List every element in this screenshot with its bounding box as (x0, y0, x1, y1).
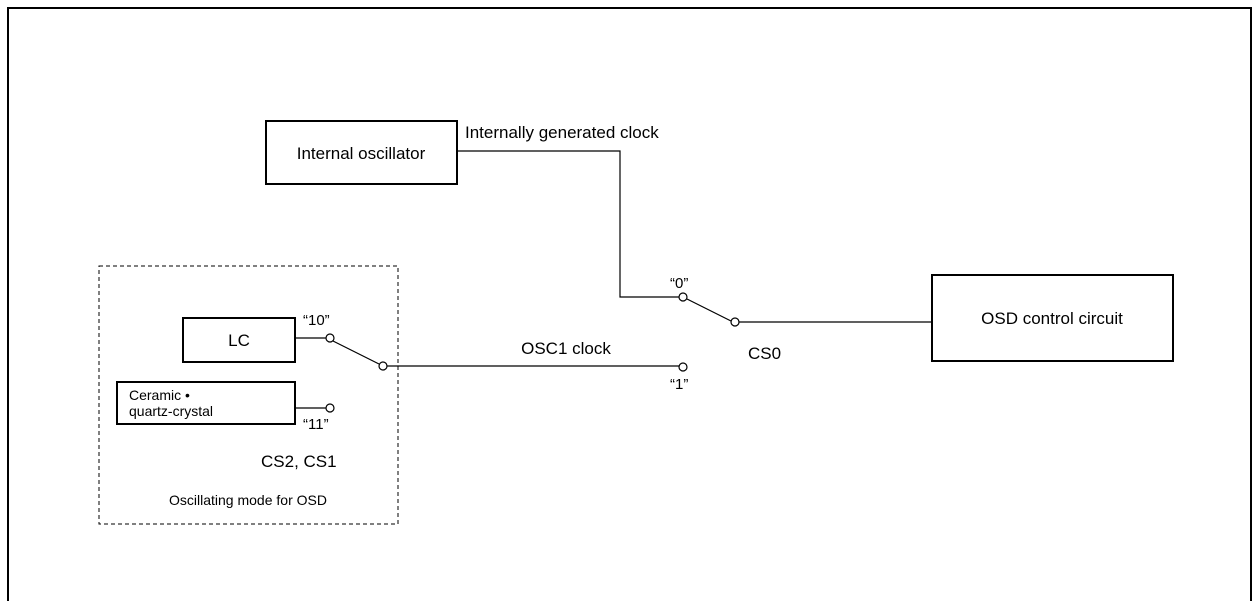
osd-control-circuit-label: OSD control circuit (981, 309, 1123, 328)
osd-control-circuit-box (931, 274, 1174, 362)
cs0-label: CS0 (748, 344, 781, 363)
lc-label: LC (228, 331, 250, 350)
ceramic-quartz-box (116, 381, 296, 425)
lc-box (182, 317, 296, 363)
internal-clock-wire (457, 150, 679, 298)
outer-frame (7, 7, 1252, 601)
cs0-terminal-1 (678, 362, 688, 372)
cs0-common-terminal (730, 317, 740, 327)
cs2cs1-terminal-10 (325, 333, 335, 343)
cs0-switch-arm (686, 298, 732, 322)
cs0-position-1-label: “1” (670, 376, 688, 393)
cs0-position-0-label: “0” (670, 275, 688, 292)
ceramic-label-line1: Ceramic • (129, 387, 190, 403)
internal-oscillator-label: Internal oscillator (297, 144, 426, 163)
cs2cs1-position-11-label: “11” (303, 416, 329, 433)
cs2cs1-terminal-11 (325, 403, 335, 413)
cs2cs1-position-10-label: “10” (303, 312, 330, 329)
internal-oscillator-box (265, 120, 458, 185)
internal-clock-label: Internally generated clock (465, 123, 659, 142)
oscillating-mode-group (98, 265, 399, 525)
cs2cs1-common-terminal (378, 361, 388, 371)
ceramic-label-line2: quartz-crystal (129, 403, 213, 419)
osc1-clock-label: OSC1 clock (521, 339, 611, 358)
oscillating-mode-label: Oscillating mode for OSD (169, 492, 327, 508)
cs2cs1-switch-arm (332, 340, 380, 365)
cs0-terminal-0 (678, 292, 688, 302)
cs2cs1-label: CS2, CS1 (261, 452, 337, 471)
